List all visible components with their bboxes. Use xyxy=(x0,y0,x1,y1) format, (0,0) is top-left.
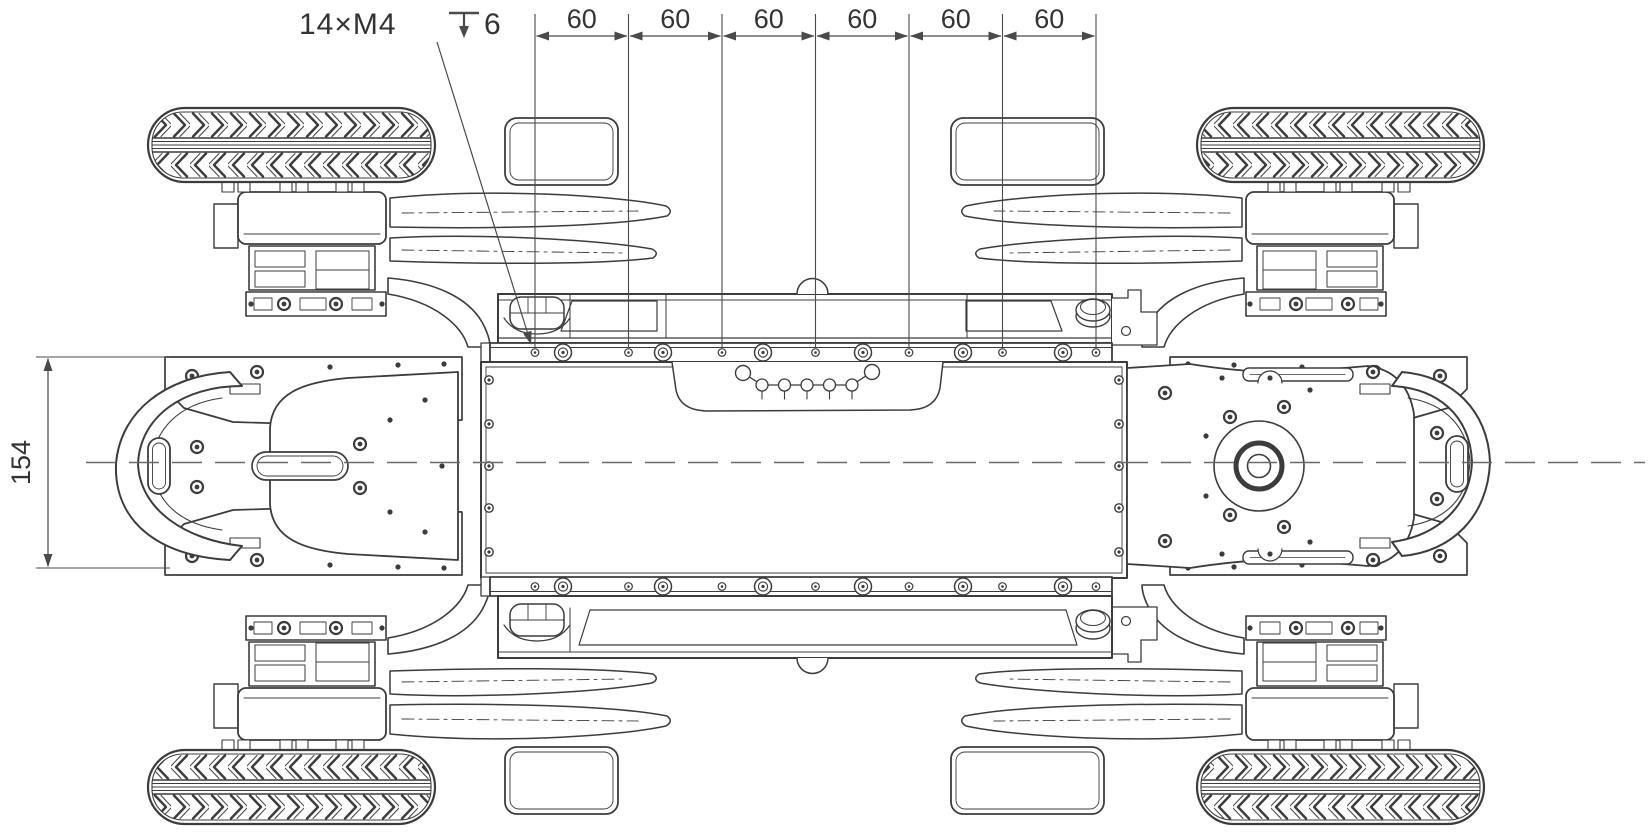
left-end-assembly xyxy=(114,371,459,561)
dim-label-60-5: 60 xyxy=(941,4,971,34)
cap-top xyxy=(1075,298,1111,328)
top-deck xyxy=(497,277,1113,344)
depth-symbol-icon xyxy=(449,11,479,38)
dim-label-60-2: 60 xyxy=(660,4,690,34)
bottom-deck xyxy=(497,595,1113,675)
rocker-block-top-right xyxy=(950,117,1105,186)
connector-chain xyxy=(734,363,881,400)
drive-hub xyxy=(1213,420,1305,512)
dimension-chain-top: 60 60 60 60 60 60 xyxy=(534,4,1097,348)
cap-bottom xyxy=(1075,609,1111,640)
dim-label-60-6: 60 xyxy=(1034,4,1064,34)
right-end-assembly xyxy=(1126,363,1491,569)
antenna-dome-bottom xyxy=(796,657,829,675)
dim-label-60-3: 60 xyxy=(754,4,784,34)
callout-leader-line xyxy=(436,41,532,345)
cable-gland-top xyxy=(503,296,571,335)
vent-grille-bottom xyxy=(578,609,1078,646)
bottom-bolt-rail xyxy=(480,576,1113,597)
cable-gland-bottom xyxy=(503,603,571,642)
hole-callout-text: 14×M4 xyxy=(299,8,397,41)
central-body xyxy=(480,277,1158,675)
dim-label-60-1: 60 xyxy=(567,4,597,34)
dim-label-60-4: 60 xyxy=(847,4,877,34)
side-dimension-154: 154 xyxy=(6,356,170,569)
rear-bumper xyxy=(1391,371,1491,557)
dim-label-154: 154 xyxy=(6,440,36,485)
rocker-block-bottom-right xyxy=(950,746,1105,815)
front-plate xyxy=(269,371,459,561)
rocker-block-bottom-left xyxy=(504,746,619,815)
antenna-dome-top xyxy=(796,277,829,295)
tow-tongue xyxy=(251,451,349,481)
rear-bracket-bars xyxy=(1242,367,1354,565)
top-bolt-rail xyxy=(480,342,1113,363)
mounting-plate xyxy=(480,361,1128,579)
bumper-slot xyxy=(147,437,171,495)
hole-callout-depth: 6 xyxy=(484,8,502,41)
front-bumper xyxy=(114,371,243,561)
vent-grille-top-right xyxy=(965,300,1063,332)
rocker-block-top-left xyxy=(504,117,619,186)
bumper-slot-rear xyxy=(1445,435,1469,493)
hole-callout: 14×M4 6 xyxy=(299,8,532,345)
